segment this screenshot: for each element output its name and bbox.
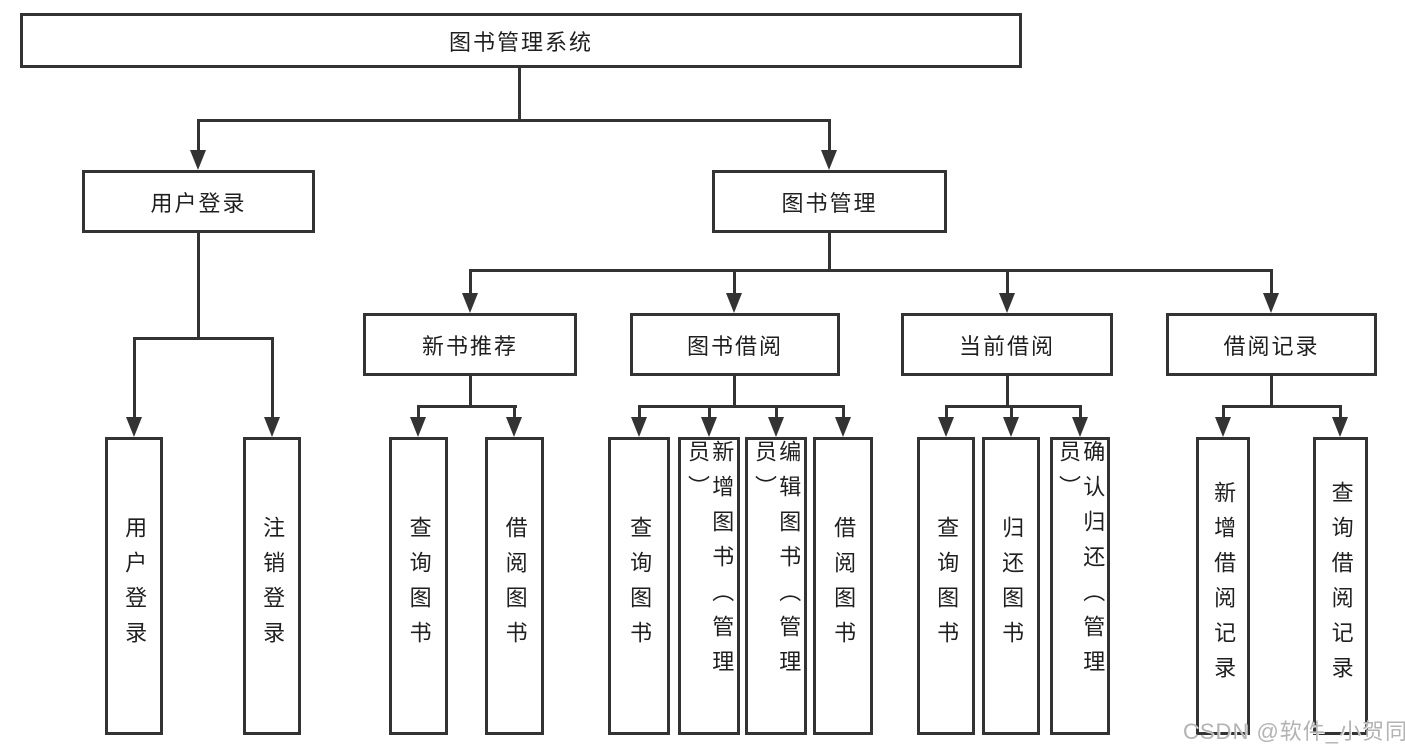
- arrow-down-icon: [1263, 293, 1279, 313]
- leaf-label: 注销登录: [260, 516, 286, 656]
- leaf-records-add-record: 新增借阅记录: [1196, 437, 1250, 735]
- connector-drop-section: [468, 270, 472, 294]
- node-borrow-records: 借阅记录: [1166, 313, 1377, 376]
- leaf-newrec-borrow-books: 借阅图书: [485, 437, 544, 735]
- connector-drop-leaf: [416, 405, 420, 421]
- connector-section-rail: [944, 405, 1082, 408]
- node-borrow-records-label: 借阅记录: [1223, 333, 1320, 359]
- arrow-down-icon: [190, 150, 206, 170]
- connector-drop-section: [1005, 270, 1009, 294]
- leaf-borrow-edit-books-admin: 编辑图书（管理员）: [745, 437, 807, 735]
- connector-drop-section: [1269, 270, 1273, 294]
- connector-root-stem: [517, 68, 521, 121]
- connector-drop-leaf: [774, 405, 778, 421]
- connector-drop-section: [732, 270, 736, 294]
- connector-book-management-stem: [827, 233, 831, 272]
- leaf-label: 用户登录: [122, 516, 148, 656]
- leaf-borrow-borrow-books: 借阅图书: [813, 437, 873, 735]
- arrow-down-icon: [999, 293, 1015, 313]
- node-book-management-label: 图书管理: [781, 190, 878, 216]
- arrow-down-icon: [835, 417, 851, 437]
- leaf-current-return-books: 归还图书: [982, 437, 1040, 735]
- leaf-label: 归还图书: [999, 516, 1025, 656]
- connector-user-login-stem: [196, 233, 200, 340]
- arrow-down-icon: [631, 417, 647, 437]
- leaf-current-confirm-return-admin: 确认归还（管理员）: [1050, 437, 1110, 735]
- leaf-logout-login: 注销登录: [243, 437, 301, 735]
- arrow-down-icon: [726, 293, 742, 313]
- leaf-user-login: 用户登录: [105, 437, 163, 735]
- leaf-label: 查询图书: [406, 516, 432, 656]
- connector-drop-leaf: [513, 405, 516, 421]
- node-book-management: 图书管理: [712, 170, 947, 233]
- arrow-down-icon: [264, 417, 280, 437]
- leaf-label: 借阅图书: [502, 516, 528, 656]
- node-book-borrow: 图书借阅: [630, 313, 840, 376]
- connector-drop-leaf: [944, 405, 948, 421]
- connector-section-rail: [637, 405, 845, 408]
- arrow-down-icon: [1003, 417, 1019, 437]
- node-book-borrow-label: 图书借阅: [686, 333, 783, 359]
- connector-drop-leaf: [1339, 405, 1342, 421]
- connector-section-stem: [1269, 376, 1273, 408]
- arrow-down-icon: [126, 417, 142, 437]
- leaf-label: 查询借阅记录: [1328, 481, 1354, 691]
- connector-section-stem: [468, 376, 472, 408]
- connector-drop-leaf: [1221, 405, 1225, 421]
- leaf-label: 查询图书: [934, 516, 960, 656]
- arrow-down-icon: [1072, 417, 1088, 437]
- leaf-borrow-query-books: 查询图书: [608, 437, 670, 735]
- arrow-down-icon: [768, 417, 784, 437]
- leaf-newrec-query-books: 查询图书: [389, 437, 448, 735]
- connector-drop-book-management: [827, 120, 831, 152]
- node-current-borrow: 当前借阅: [901, 313, 1113, 376]
- connector-drop-leaf: [132, 338, 136, 418]
- connector-drop-leaf: [637, 405, 641, 421]
- connector-drop-user-login: [196, 120, 200, 152]
- connector-drop-leaf: [1009, 405, 1013, 421]
- leaf-label: 借阅图书: [831, 516, 857, 656]
- connector-drop-leaf: [707, 405, 711, 421]
- connector-section-rail: [416, 405, 517, 408]
- arrow-down-icon: [821, 150, 837, 170]
- arrow-down-icon: [701, 417, 717, 437]
- leaf-label: 查询图书: [627, 516, 653, 656]
- arrow-down-icon: [506, 417, 522, 437]
- leaf-label: 编辑图书（管理员）: [752, 440, 802, 685]
- node-new-book-recommend: 新书推荐: [363, 313, 577, 376]
- connector-section-stem: [1005, 376, 1009, 408]
- connector-level3-rail: [468, 269, 1273, 272]
- leaf-label: 新增借阅记录: [1211, 481, 1237, 691]
- arrow-down-icon: [1215, 417, 1231, 437]
- connector-user-login-rail: [132, 337, 274, 340]
- leaf-records-query-record: 查询借阅记录: [1313, 437, 1368, 735]
- arrow-down-icon: [410, 417, 426, 437]
- node-user-login-label: 用户登录: [150, 190, 247, 216]
- node-user-login: 用户登录: [82, 170, 315, 233]
- leaf-current-query-books: 查询图书: [917, 437, 975, 735]
- node-new-book-recommend-label: 新书推荐: [421, 333, 518, 359]
- leaf-label: 确认归还（管理员）: [1056, 440, 1106, 685]
- leaf-label: 新增图书（管理员）: [685, 440, 735, 685]
- connector-section-rail: [1221, 405, 1342, 408]
- arrow-down-icon: [938, 417, 954, 437]
- connector-section-stem: [732, 376, 736, 408]
- connector-drop-leaf: [841, 405, 845, 421]
- node-root-label: 图书管理系统: [448, 29, 593, 55]
- node-current-borrow-label: 当前借阅: [958, 333, 1055, 359]
- arrow-down-icon: [462, 293, 478, 313]
- connector-drop-leaf: [1078, 405, 1082, 421]
- connector-level2-rail: [196, 118, 831, 122]
- node-root: 图书管理系统: [20, 13, 1022, 68]
- watermark: CSDN @软件_小贺同学: [1183, 719, 1405, 744]
- arrow-down-icon: [1332, 417, 1348, 437]
- leaf-borrow-add-books-admin: 新增图书（管理员）: [678, 437, 740, 735]
- connector-drop-leaf: [270, 338, 274, 418]
